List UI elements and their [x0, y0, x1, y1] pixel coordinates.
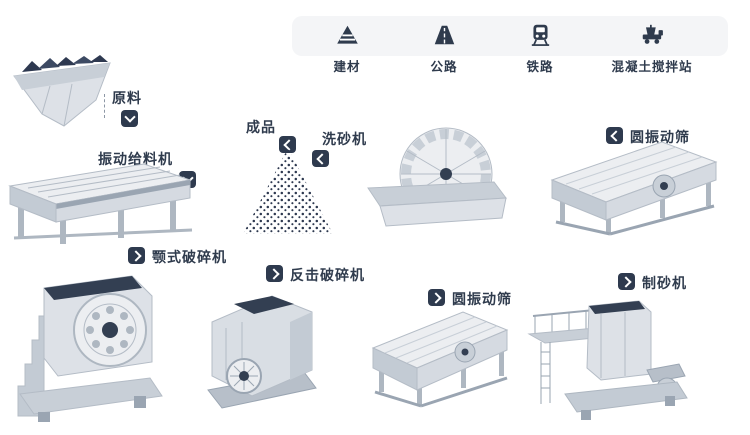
legend-item-building-materials: 建材: [333, 22, 360, 75]
vibrating-feeder-illustration: [2, 158, 197, 248]
jaw-crusher-label: 颚式破碎机: [152, 249, 227, 265]
raw-material-badge[interactable]: [121, 110, 138, 127]
legend-item-concrete-mixing-plant: 混凝土搅拌站: [611, 22, 692, 75]
finished-product-pile-illustration: [238, 142, 338, 242]
legend-item-railway: 铁路: [526, 22, 553, 75]
sand-washer-label: 洗砂机: [322, 131, 367, 147]
jaw-crusher-badge[interactable]: [128, 247, 145, 264]
vibrating-feeder-label: 振动给料机: [98, 151, 173, 167]
raw-material-label: 原料: [112, 90, 142, 106]
highway-icon: [431, 22, 457, 48]
concrete-mixing-plant-icon: [639, 22, 665, 48]
chevron-left-icon: [316, 152, 328, 165]
vibrating-screen-bottom-label: 圆振动筛: [452, 291, 512, 307]
impact-crusher-badge[interactable]: [266, 265, 283, 282]
raw-material-hopper-illustration: [10, 52, 115, 134]
vibrating-screen-top-label: 圆振动筛: [630, 129, 690, 145]
railway-icon: [527, 22, 553, 48]
sand-maker-illustration: [525, 282, 695, 427]
legend-item-label: 混凝土搅拌站: [611, 60, 693, 74]
sand-washer-badge[interactable]: [312, 150, 329, 167]
legend-item-label: 铁路: [526, 60, 554, 74]
sand-washer-illustration: [362, 122, 507, 234]
finished-product-badge[interactable]: [279, 136, 296, 153]
vibrating-screen-bottom-illustration: [365, 298, 515, 413]
sand-maker-label: 制砂机: [642, 275, 687, 291]
sand-maker-badge[interactable]: [618, 273, 635, 290]
vibrating-screen-bottom-badge[interactable]: [428, 289, 445, 306]
raw-material-connector-line: [104, 94, 105, 118]
building-materials-icon: [334, 22, 360, 48]
vibrating-screen-top-illustration: [542, 132, 727, 240]
jaw-crusher-illustration: [10, 266, 165, 426]
impact-crusher-label: 反击破碎机: [290, 267, 365, 283]
vibrating-screen-top-badge[interactable]: [606, 127, 623, 144]
chevron-right-icon: [129, 249, 142, 262]
legend-item-label: 建材: [333, 60, 361, 74]
chevron-down-icon: [123, 111, 136, 123]
legend-item-highway: 公路: [430, 22, 457, 75]
finished-product-label: 成品: [246, 119, 276, 135]
chevron-right-icon: [267, 267, 280, 280]
legend-item-label: 公路: [430, 60, 458, 74]
impact-crusher-illustration: [192, 282, 327, 414]
